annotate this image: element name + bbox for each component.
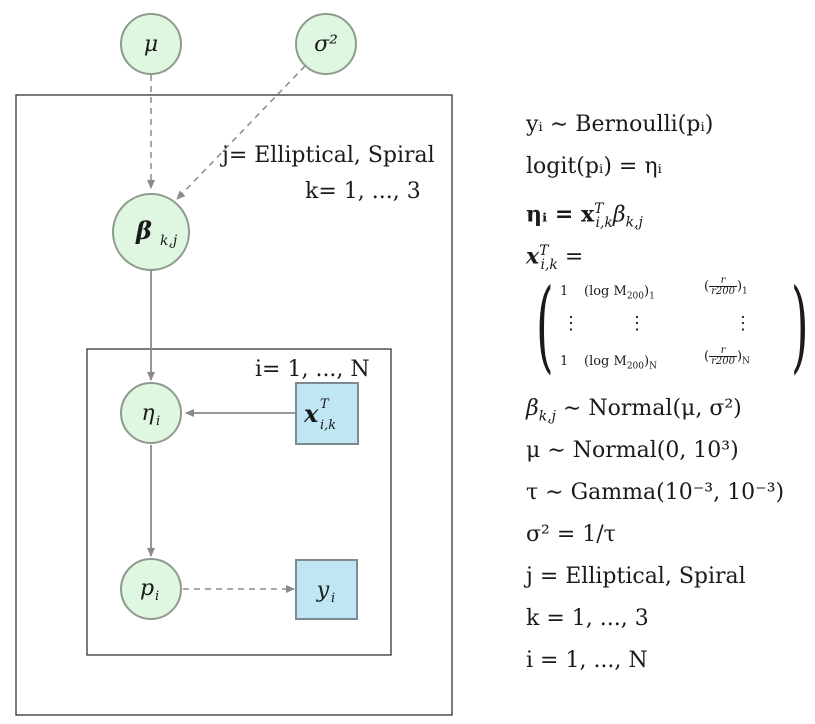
node-eta-label: η <box>141 401 154 426</box>
matrix-left-paren: ( <box>536 267 554 384</box>
eq5-sub: k,j <box>538 408 556 425</box>
node-y-sub: i <box>331 591 335 606</box>
eq3-sub: i,k <box>595 214 613 231</box>
equation-tau-prior: τ ∼ Gamma(10⁻³, 10⁻³) <box>526 480 785 505</box>
node-p: p i <box>120 558 182 620</box>
eq3-tail-sub: k,j <box>625 214 643 231</box>
node-x-sub: i,k <box>320 418 336 433</box>
matrix-right-paren: ) <box>791 267 809 384</box>
outer-plate-label-k: k= 1, ..., 3 <box>305 179 421 204</box>
node-eta: η i <box>120 382 182 444</box>
eq4-sub: i,k <box>540 256 558 273</box>
inner-plate-label-i: i= 1, ..., N <box>255 357 370 382</box>
matrix-r3-c2-close: ) <box>644 354 650 369</box>
matrix-vdots-1: ⋮ <box>562 313 580 334</box>
node-x-sup: T <box>320 397 330 412</box>
matrix-r3-c3-num: r <box>709 346 737 357</box>
node-beta-label: β <box>135 216 152 245</box>
eq4-x: x <box>526 243 540 270</box>
matrix-r3-c2-idx: N <box>649 361 657 372</box>
inner-plate <box>86 348 392 656</box>
equation-k-range: k = 1, ..., 3 <box>526 606 649 631</box>
equation-linear-predictor: ηᵢ = xTi,kβk,j <box>526 188 811 231</box>
matrix-r3-c2-text: (log M <box>584 354 627 369</box>
matrix-r1-c3-den: r200 <box>711 286 735 297</box>
edge-sigma-beta <box>176 65 306 200</box>
equation-mu-prior: μ ∼ Normal(0, 10³) <box>526 438 739 463</box>
eq3-lhs: ηᵢ = x <box>526 201 595 228</box>
equation-i-range: i = 1, ..., N <box>526 648 648 673</box>
matrix-r3-c2: (log M200)N <box>584 354 657 372</box>
matrix-vdots-2: ⋮ <box>628 313 646 334</box>
node-mu: μ <box>120 13 182 75</box>
node-beta-sub: k,j <box>160 233 178 249</box>
matrix-r1-c2-close: ) <box>644 284 650 299</box>
node-y: y i <box>295 559 358 620</box>
node-y-label: y <box>316 578 330 603</box>
equation-j-range: j = Elliptical, Spiral <box>526 564 746 589</box>
matrix-vdots-3: ⋮ <box>734 313 752 334</box>
node-mu-label: μ <box>144 32 158 57</box>
equation-likelihood: yᵢ ∼ Bernoulli(pᵢ) <box>526 112 714 137</box>
matrix-r1-c3-idx: 1 <box>742 286 748 297</box>
equation-beta-prior: βk,j ∼ Normal(μ, σ²) <box>526 388 811 430</box>
node-sigma2-label: σ² <box>314 32 338 57</box>
outer-plate-label-j: j= Elliptical, Spiral <box>219 143 435 168</box>
eq4-tail: = <box>557 244 584 270</box>
matrix-r3-c3-den: r200 <box>711 356 735 367</box>
matrix-r3-c1: 1 <box>560 354 569 369</box>
eq3-tail: β <box>612 202 626 228</box>
matrix-r1-c2-sub: 200 <box>626 291 645 302</box>
matrix-r1-c2: (log M200)1 <box>584 284 655 302</box>
model-equations: yᵢ ∼ Bernoulli(pᵢ) logit(pᵢ) = ηᵢ ηᵢ = x… <box>526 104 811 682</box>
node-p-sub: i <box>155 589 159 604</box>
node-eta-sub: i <box>156 414 160 429</box>
matrix-r1-c1: 1 <box>560 284 569 299</box>
matrix-r1-c3-num: r <box>709 276 737 287</box>
node-x-label: x <box>303 399 319 428</box>
equation-sigma-def: σ² = 1/τ <box>526 522 616 547</box>
outer-plate <box>15 94 453 716</box>
node-p-label: p <box>140 576 154 601</box>
matrix-r3-c3-idx: N <box>742 356 750 367</box>
node-beta: β k,j <box>112 193 190 271</box>
eq5-beta: β <box>526 396 539 421</box>
node-sigma2: σ² <box>295 13 357 75</box>
node-x: x T i,k <box>295 382 359 445</box>
eq5-tail: ∼ Normal(μ, σ²) <box>556 396 742 421</box>
matrix-r3-c2-sub: 200 <box>626 361 645 372</box>
equation-logit: logit(pᵢ) = ηᵢ <box>526 154 662 179</box>
eq3-sup: T <box>594 201 604 217</box>
equation-design-matrix-lhs: xTi,k = <box>526 230 811 273</box>
eq4-sup: T <box>539 243 549 259</box>
matrix-r1-c2-idx: 1 <box>649 291 655 302</box>
matrix-r1-c2-text: (log M <box>584 284 627 299</box>
